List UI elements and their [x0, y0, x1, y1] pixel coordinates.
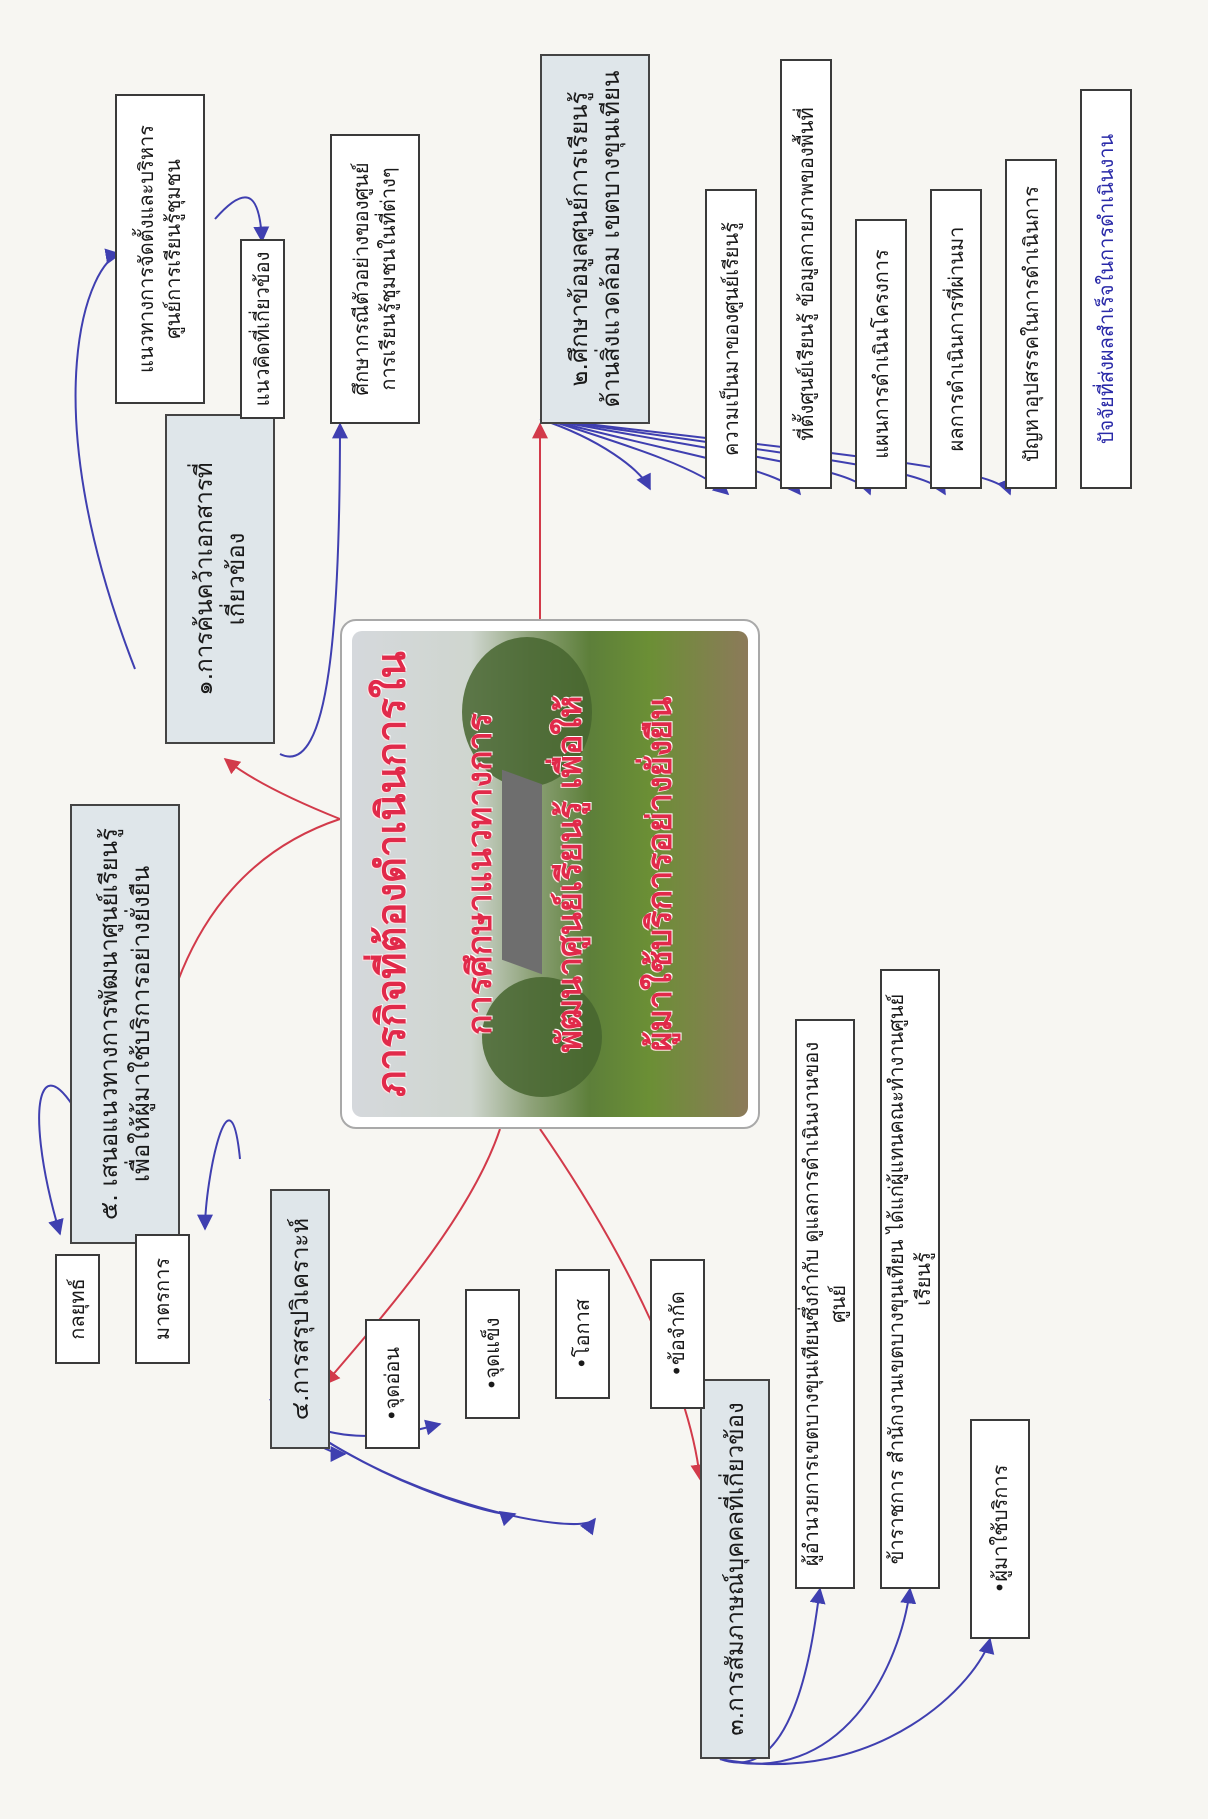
node-3c-users: •ผู้มาใช้บริการ [970, 1419, 1030, 1639]
node-5-propose: ๕. เสนอแนวทางการพัฒนาศูนย์เรียนรู้เพื่อใ… [70, 804, 180, 1244]
center-title-line2: การศึกษาแนวทางการ [460, 713, 500, 1035]
node-1b-concepts: แนวคิดที่เกี่ยวข้อง [240, 239, 285, 419]
node-2f-success-factors: ปัจจัยที่ส่งผลสำเร็จในการดำเนินงาน [1080, 89, 1132, 489]
center-node: ภารกิจที่ต้องดำเนินการใน การศึกษาแนวทางก… [340, 619, 760, 1129]
connector-center-to-4 [323, 1128, 501, 1386]
node-5a-strategy: กลยุทธ์ [55, 1254, 100, 1364]
node-3a-director: ผู้อำนวยการเขตบางขุนเทียนซึ่งกำกับ ดูแลก… [795, 1019, 855, 1589]
node-2c-plan: แผนการดำเนินโครงการ [855, 219, 907, 489]
connector-1-to-1a [74, 248, 136, 670]
center-photo: ภารกิจที่ต้องดำเนินการใน การศึกษาแนวทางก… [352, 631, 748, 1117]
node-2b-location: ที่ตั้งศูนย์เรียนรู้ ข้อมูลกายภาพของพื้น… [780, 59, 832, 489]
node-4d-limitation: •ข้อจำกัด [650, 1259, 705, 1409]
center-title-line4: ผู้มาใช้บริการอย่างยั่งยืน [640, 696, 680, 1052]
node-3-interviews: ๓.การสัมภาษณ์บุคคลที่เกี่ยวข้อง [700, 1379, 770, 1759]
node-3b-officials: ข้าราชการ สำนักงานเขตบางขุนเทียน ได้แก่ผ… [880, 969, 940, 1589]
node-4-analysis: ๔.การสรุปวิเคราะห์ [270, 1189, 330, 1449]
connector-5-to-5b [197, 1119, 241, 1231]
center-title-line1: ภารกิจที่ต้องดำเนินการใน [369, 651, 415, 1097]
node-1a-setup-guidelines: แนวทางการจัดตั้งและบริหารศูนย์การเรียนรู… [115, 94, 205, 404]
node-2a-history: ความเป็นมาของศูนย์เรียนรู้ [705, 189, 757, 489]
connector-3-to-3c [719, 1637, 995, 1766]
connector-center-to-1 [223, 758, 341, 820]
node-2-study-center: ๒.ศึกษาข้อมูลศูนย์การเรียนรู้ ด้านสิ่งแว… [540, 54, 650, 424]
node-4b-strength: •จุดแข็ง [465, 1289, 520, 1419]
node-4c-opportunity: •โอกาส [555, 1269, 610, 1399]
node-4a-weakness: •จุดอ่อน [365, 1319, 420, 1449]
center-title-line3: พัฒนาศูนย์เรียนรู้ เพื่อให้ [550, 695, 590, 1053]
node-2e-obstacles: ปัญหาอุปสรรคในการดำเนินการ [1005, 159, 1057, 489]
connector-2-to-2a [539, 418, 651, 491]
node-2d-results: ผลการดำเนินการที่ผ่านมา [930, 189, 982, 489]
roof-shape [502, 769, 542, 975]
node-5b-measures: มาตรการ [135, 1234, 190, 1364]
connector-3-to-3a [719, 1587, 826, 1764]
connector-1-to-1c [279, 422, 348, 758]
connector-1-to-1b [214, 196, 270, 243]
node-1-documents: ๑.การค้นคว้าเอกสารที่เกี่ยวข้อง [165, 414, 275, 744]
node-1c-case-studies: ศึกษากรณีตัวอย่างของศูนย์การเรียนรู้ชุมช… [330, 134, 420, 424]
